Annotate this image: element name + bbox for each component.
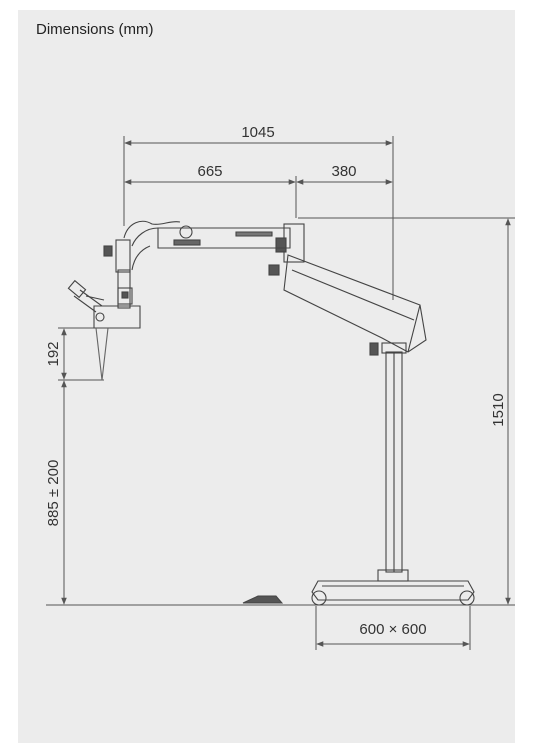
microscope-illustration <box>67 220 475 606</box>
dim-working-height: 885 ± 200 <box>45 460 62 527</box>
dim-base: 600 × 600 <box>359 621 426 638</box>
dim-upper-reach: 380 <box>331 163 356 180</box>
diagram-panel <box>18 10 515 743</box>
dim-total-reach: 1045 <box>241 124 274 141</box>
foot-pedal-illustration <box>242 595 284 604</box>
dim-total-height: 1510 <box>490 393 507 426</box>
dim-optics-height: 192 <box>45 341 62 366</box>
diagram-title: Dimensions (mm) <box>36 21 154 38</box>
dim-arm-reach: 665 <box>197 163 222 180</box>
